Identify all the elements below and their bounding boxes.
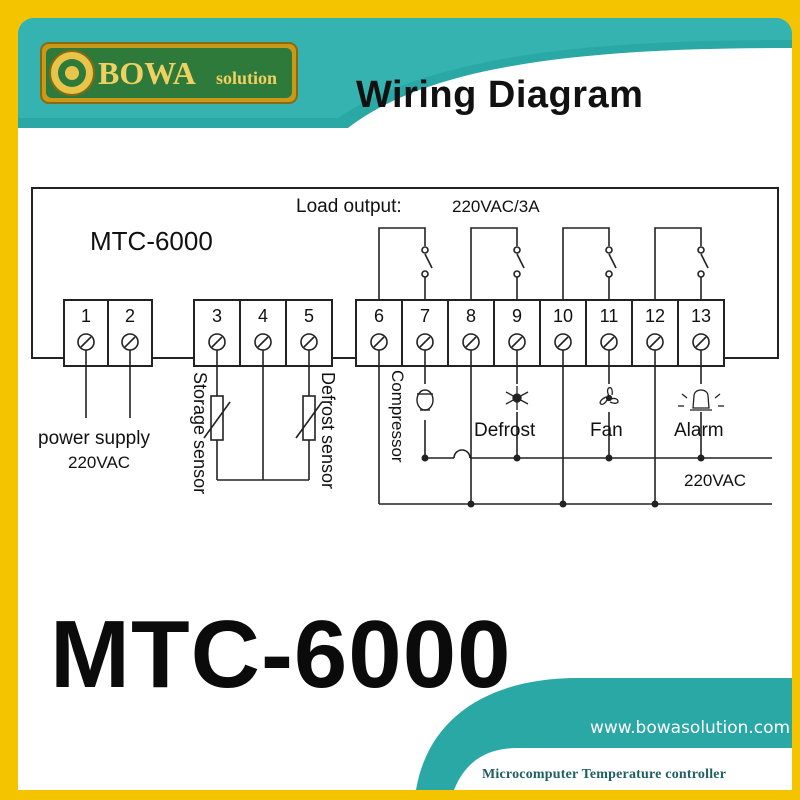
terminal-3: 3 — [212, 306, 222, 326]
terminal-12: 12 — [645, 306, 665, 326]
terminal-5: 5 — [304, 306, 314, 326]
product-subtitle: Microcomputer Temperature controller — [482, 767, 727, 782]
terminal-11: 11 — [600, 306, 619, 326]
terminal-8: 8 — [466, 306, 476, 326]
alarm-label: Alarm — [674, 420, 724, 441]
alarm-icon — [678, 389, 724, 411]
terminal-13: 13 — [691, 306, 711, 326]
terminal-2: 2 — [125, 306, 135, 326]
terminal-7: 7 — [420, 306, 430, 326]
logo-brand-text: BOWA — [98, 55, 196, 91]
terminal-9: 9 — [512, 306, 522, 326]
model-label: MTC-6000 — [90, 226, 213, 256]
defrost-icon — [505, 386, 529, 410]
product-card: BOWA solution Wiring Diagram — [18, 18, 792, 790]
power-label: power supply — [38, 428, 150, 449]
website-link[interactable]: www.bowasolution.com — [590, 718, 791, 738]
storage-sensor-label: Storage sensor — [190, 372, 210, 494]
compressor-icon — [416, 389, 434, 411]
terminal-6: 6 — [374, 306, 384, 326]
model-title: MTC-6000 — [50, 601, 512, 708]
supply-voltage-label: 220VAC — [684, 471, 746, 490]
terminal-10: 10 — [553, 306, 573, 326]
fan-icon — [599, 386, 619, 405]
compressor-label: Compressor — [388, 370, 407, 463]
logo-tag-text: solution — [216, 68, 277, 88]
page-heading: Wiring Diagram — [356, 74, 644, 116]
fan-label: Fan — [590, 420, 623, 441]
terminal-4: 4 — [258, 306, 268, 326]
bowa-logo: BOWA solution — [40, 42, 298, 104]
terminal-1: 1 — [81, 306, 91, 326]
defrost-label: Defrost — [474, 420, 536, 441]
power-voltage: 220VAC — [68, 453, 130, 472]
wiring-diagram: MTC-6000 Load output: 220VAC/3A 1 2 3 4 … — [31, 187, 779, 508]
load-output-rating: 220VAC/3A — [452, 197, 540, 216]
defrost-sensor-label: Defrost sensor — [318, 372, 338, 489]
load-output-label: Load output: — [296, 196, 402, 217]
